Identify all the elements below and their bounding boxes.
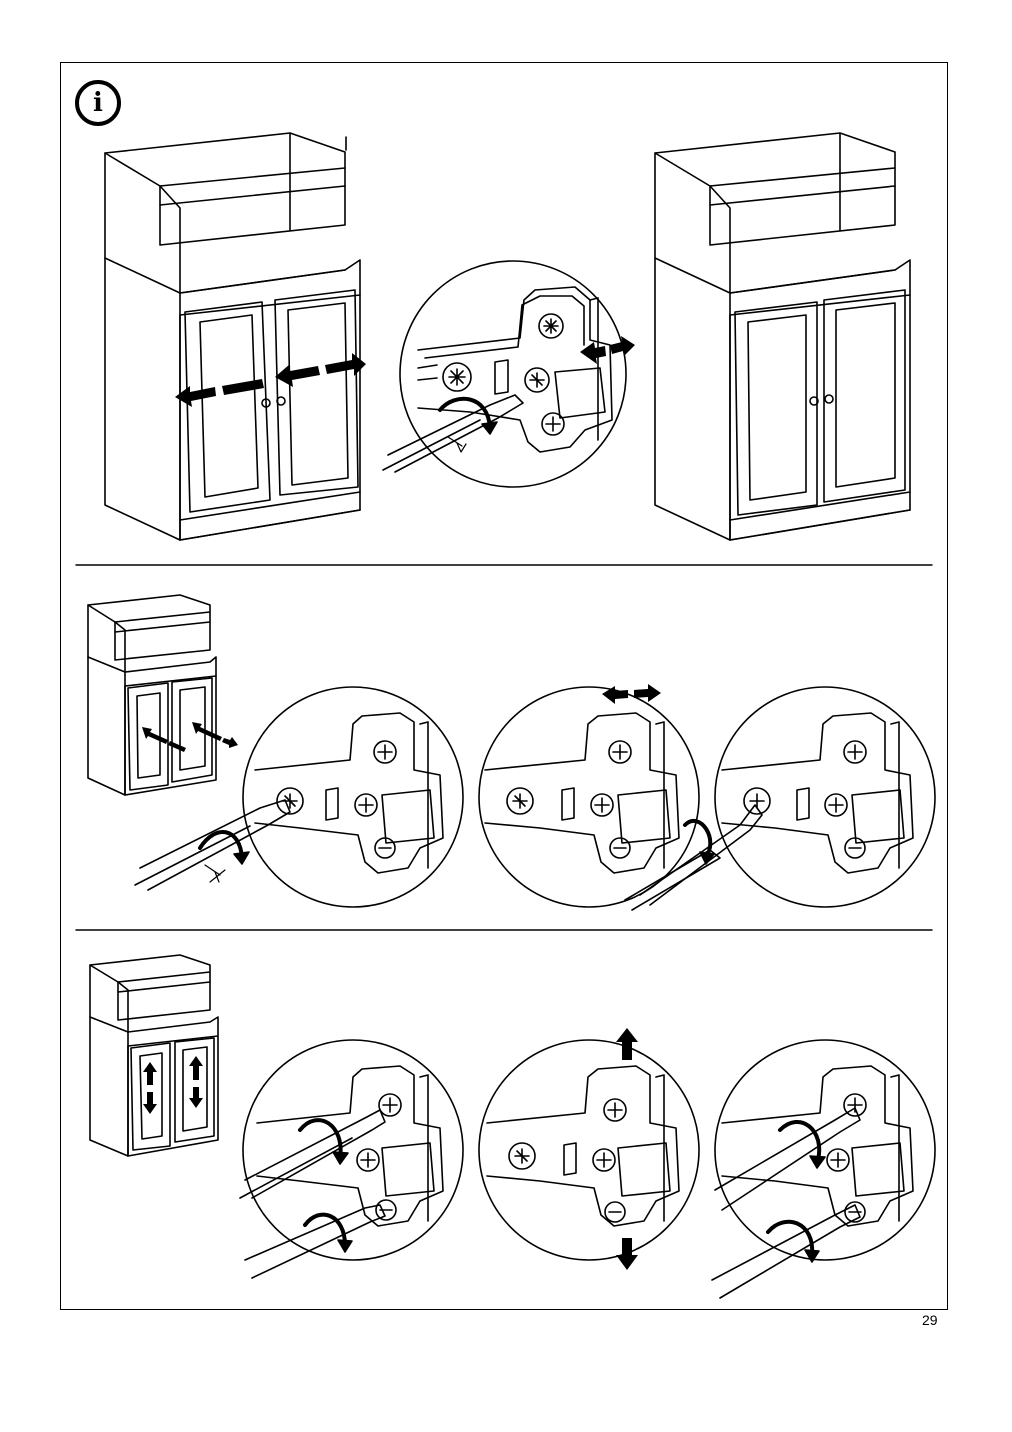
diagonal-arrows-icon <box>142 722 238 752</box>
adjust-arrow-icon <box>580 336 635 364</box>
rotate-arrowhead-icon <box>804 1249 820 1263</box>
rotate-arrowhead-icon <box>809 1155 826 1169</box>
pull-arrow-icon <box>447 436 467 453</box>
vertical-arrows-icon <box>143 1056 203 1114</box>
rotate-arrowhead-icon <box>481 421 498 435</box>
hinge-zoom-1 <box>382 260 627 488</box>
hinge-zoom-3c <box>711 1039 936 1299</box>
hinge-zoom-3b <box>478 1039 700 1261</box>
rotate-arrowhead-icon <box>699 851 715 865</box>
pull-arrow-icon <box>204 864 226 883</box>
cabinet-misaligned <box>104 132 361 541</box>
hinge-zoom-2c <box>639 686 936 908</box>
adjust-arrow-icon <box>602 684 661 704</box>
rotate-arrowhead-icon <box>233 851 250 865</box>
page-number: 29 <box>922 1312 938 1328</box>
rotate-arrow-icon <box>766 1219 815 1257</box>
instruction-frame <box>60 62 948 1310</box>
cabinet-small-depth <box>87 594 217 796</box>
rotate-arrow-icon <box>303 1212 347 1247</box>
horizontal-arrows-icon <box>175 353 366 407</box>
rotate-arrow-icon <box>438 396 492 430</box>
cabinet-small-height <box>89 954 219 1157</box>
rotate-arrow-icon <box>198 830 244 860</box>
adjust-arrow-icon <box>616 1028 638 1270</box>
hinge-zoom-2a <box>134 686 464 908</box>
hinge-zoom-3a <box>239 1039 464 1279</box>
cabinet-aligned <box>654 132 911 541</box>
rotate-arrow-icon <box>778 1119 822 1162</box>
rotate-arrowhead-icon <box>337 1239 353 1253</box>
rotate-arrow-icon <box>298 1118 343 1160</box>
rotate-arrowhead-icon <box>332 1151 349 1165</box>
info-glyph-letter: i <box>93 88 103 118</box>
hinge-zoom-2b <box>478 686 721 911</box>
info-icon: i <box>75 80 121 126</box>
